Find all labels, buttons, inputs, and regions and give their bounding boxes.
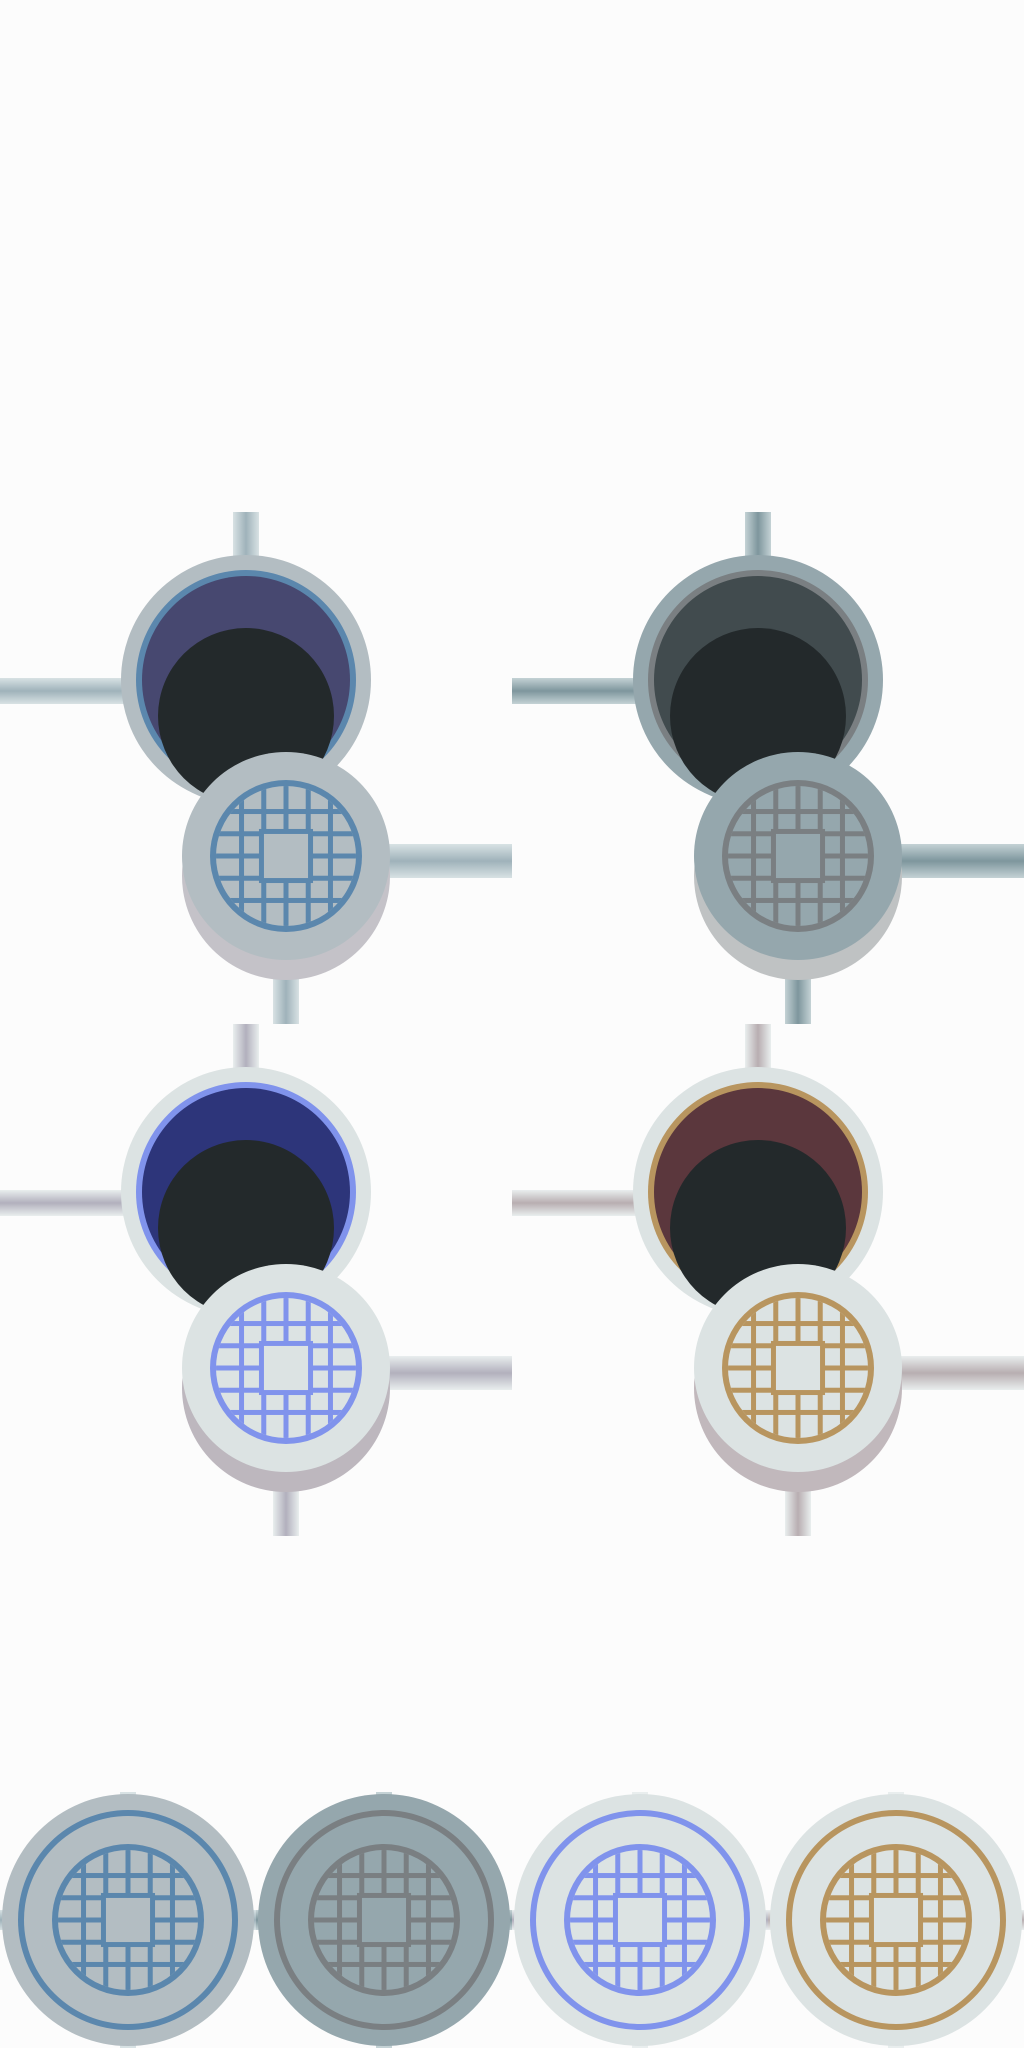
junction-tile-steel-blue — [0, 512, 512, 1024]
manhole-grate-icon — [820, 1844, 972, 1996]
drain-hole-icon — [633, 555, 883, 805]
drain-hole-icon — [121, 1067, 371, 1317]
pipe-left — [512, 1190, 642, 1216]
manhole-grate-icon — [52, 1844, 204, 1996]
manhole-cover-row — [0, 1792, 1024, 2048]
pipe-right — [380, 1356, 512, 1390]
pipe-junction-tiles — [0, 512, 1024, 1536]
junction-tile-slate-grey — [512, 512, 1024, 1024]
pipe-right — [892, 1356, 1024, 1390]
cover-slate-grey — [256, 1792, 512, 2048]
manhole-grate-icon — [722, 780, 874, 932]
cover-periwinkle — [512, 1792, 768, 2048]
manhole-grate-icon — [722, 1292, 874, 1444]
manhole-grate-icon — [308, 1844, 460, 1996]
drain-hole-icon — [121, 555, 371, 805]
pipe-right — [380, 844, 512, 878]
pipe-left — [0, 1190, 130, 1216]
manhole-cover — [694, 752, 902, 980]
pipe-left — [0, 678, 130, 704]
junction-tile-periwinkle — [0, 1024, 512, 1536]
cover-steel-blue — [0, 1792, 256, 2048]
cover-bronze — [768, 1792, 1024, 2048]
manhole-cover — [182, 1264, 390, 1492]
manhole-cover — [182, 752, 390, 980]
manhole-grate-icon — [210, 780, 362, 932]
junction-tile-bronze — [512, 1024, 1024, 1536]
manhole-cover — [694, 1264, 902, 1492]
manhole-grate-icon — [564, 1844, 716, 1996]
pipe-right — [892, 844, 1024, 878]
pipe-left — [512, 678, 642, 704]
manhole-grate-icon — [210, 1292, 362, 1444]
